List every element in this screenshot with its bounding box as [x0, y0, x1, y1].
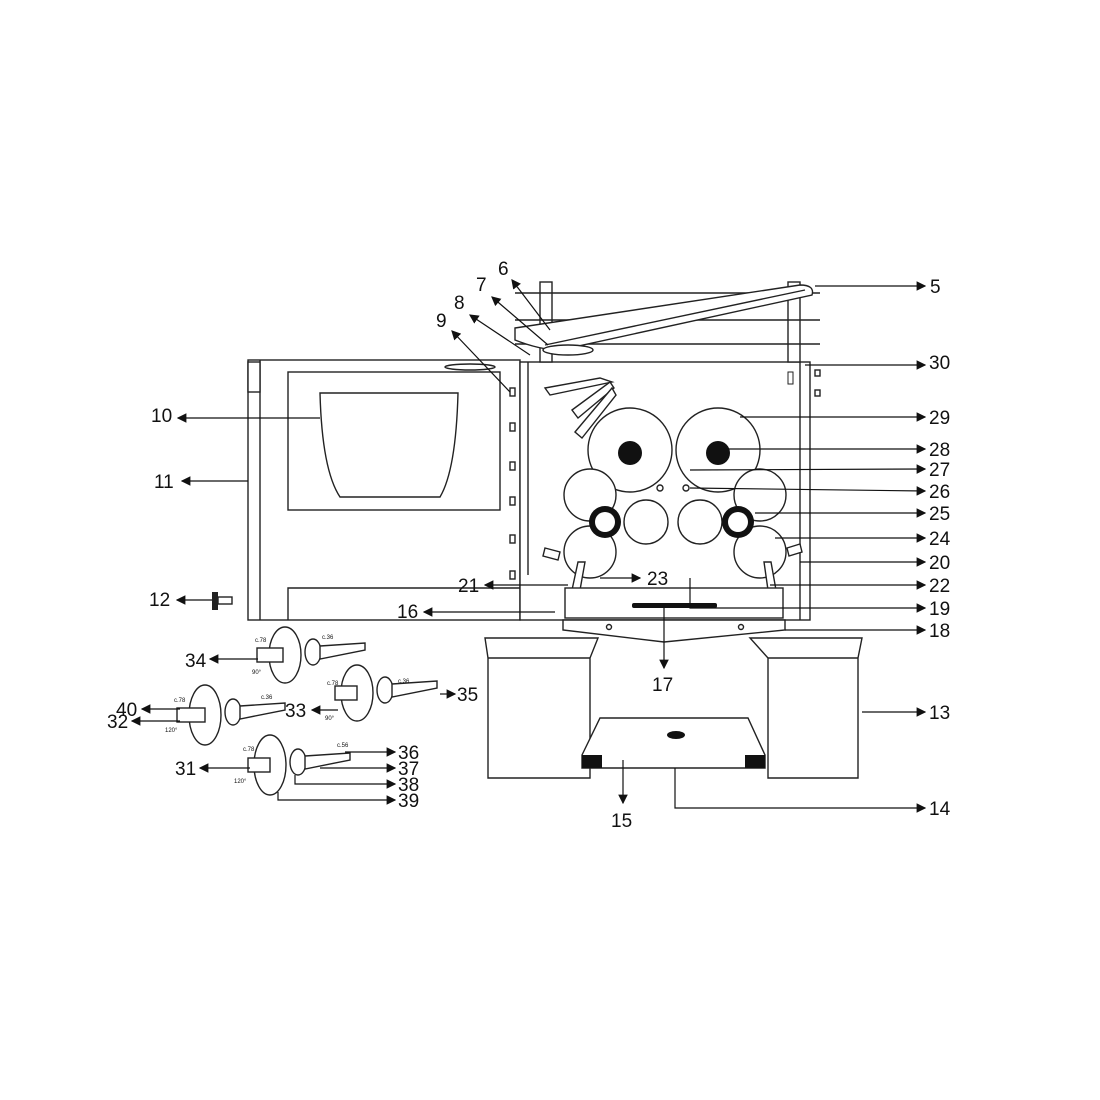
svg-text:120°: 120°	[165, 728, 178, 734]
svg-text:c.78: c.78	[174, 698, 186, 704]
svg-text:c.78: c.78	[327, 681, 339, 687]
drip-tray[interactable]	[581, 717, 766, 769]
callout: 32	[107, 712, 128, 733]
callout: 5	[930, 277, 941, 298]
callout: 8	[454, 293, 465, 314]
svg-text:c.78: c.78	[255, 638, 267, 644]
svg-text:90°: 90°	[325, 716, 335, 722]
peel-bin-left[interactable]	[484, 637, 600, 779]
callout: 27	[929, 460, 950, 481]
feeder-lever	[514, 284, 814, 351]
svg-text:c.36: c.36	[322, 635, 334, 641]
callout: 16	[397, 602, 418, 623]
callout: 38	[398, 775, 419, 796]
callout: 39	[398, 791, 419, 812]
callout: 9	[436, 311, 447, 332]
callout: 24	[929, 529, 951, 550]
svg-text:c.78: c.78	[243, 747, 255, 753]
callout: 19	[929, 599, 950, 620]
door-knob	[212, 592, 233, 610]
callout: 14	[929, 799, 951, 820]
callout: 30	[929, 353, 950, 374]
callout: 23	[647, 569, 668, 590]
callout: 20	[929, 553, 950, 574]
callout: 28	[929, 440, 950, 461]
svg-text:c.56: c.56	[337, 743, 349, 749]
callout: 29	[929, 408, 950, 429]
callout: 15	[611, 811, 632, 832]
callout: 34	[185, 651, 207, 672]
peel-bin-right[interactable]	[748, 637, 863, 779]
main-body	[514, 281, 821, 643]
callout: 12	[149, 590, 170, 611]
hinge-pins	[509, 387, 516, 580]
callout: 22	[929, 576, 950, 597]
callout: 26	[929, 482, 950, 503]
side-door-panel	[247, 359, 521, 621]
shaft-assemblies: c.78 c.36 90° c.78 c.36 120° c.78 c.36 90° c.7…	[165, 626, 438, 796]
callout: 25	[929, 504, 950, 525]
leader-lines	[130, 279, 927, 813]
callout: 17	[652, 675, 673, 696]
callout: 36	[398, 743, 419, 764]
callout: 37	[398, 759, 419, 780]
callout: 40	[116, 700, 137, 721]
callout: 33	[285, 701, 306, 722]
callout: 31	[175, 759, 196, 780]
callout-labels: 5 6 7 8 9 10 11 12 13 14 15 16 17 18 19 …	[107, 259, 951, 832]
svg-text:c.36: c.36	[398, 679, 410, 685]
callout: 13	[929, 703, 950, 724]
callout: 18	[929, 621, 950, 642]
base-plate	[562, 619, 786, 643]
callout: 7	[476, 275, 487, 296]
callout: 6	[498, 259, 509, 280]
callout: 21	[458, 576, 479, 597]
callout: 35	[457, 685, 478, 706]
svg-text:c.36: c.36	[261, 695, 273, 701]
svg-text:120°: 120°	[234, 779, 247, 785]
callout: 11	[154, 472, 174, 493]
svg-text:90°: 90°	[252, 670, 262, 676]
callout: 10	[151, 406, 172, 427]
window-glass	[319, 392, 459, 498]
